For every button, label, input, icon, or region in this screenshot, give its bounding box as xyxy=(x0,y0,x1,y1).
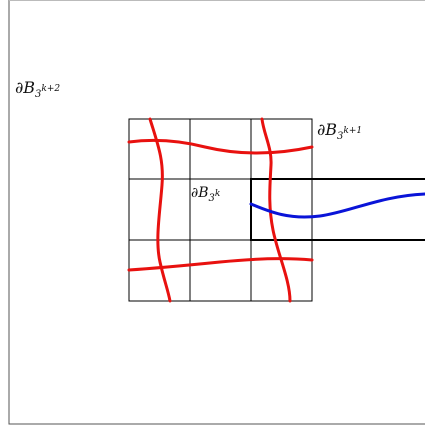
red-curve-left-vertical xyxy=(148,117,172,303)
label-middle-boundary: ∂B3k+1 xyxy=(317,120,362,142)
blue-curve xyxy=(249,192,425,219)
label-inner-boundary: ∂B3k xyxy=(191,185,220,204)
inner-box xyxy=(250,178,425,241)
label-outer-boundary: ∂B3k+2 xyxy=(15,78,60,100)
red-curve-bottom-horizontal xyxy=(127,257,314,272)
red-curve-right-vertical xyxy=(260,117,292,303)
outer-box-boundary xyxy=(8,0,425,425)
red-curves xyxy=(127,117,314,303)
grid-outline xyxy=(128,118,313,302)
